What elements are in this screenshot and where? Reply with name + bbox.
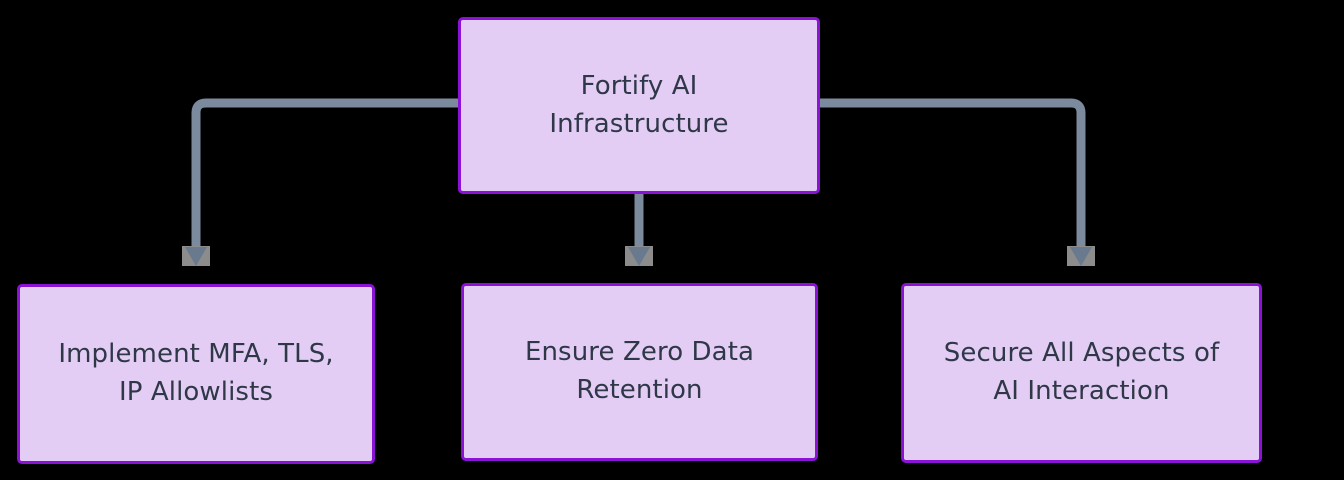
arrow-halo-left: [182, 246, 210, 266]
node-ensure-zero-data-retention[interactable]: Ensure Zero Data Retention: [461, 283, 818, 461]
node-child-0-label: Implement MFA, TLS, IP Allowlists: [58, 339, 334, 407]
node-root[interactable]: Fortify AI Infrastructure: [458, 17, 820, 194]
arrowhead-middle: [628, 247, 650, 266]
node-child-2-label: Secure All Aspects of AI Interaction: [943, 338, 1220, 406]
edge-root-to-child-1: [625, 194, 653, 266]
arrow-halo-middle: [625, 246, 653, 266]
node-secure-all-aspects-of-ai-interaction[interactable]: Secure All Aspects of AI Interaction: [901, 283, 1262, 463]
arrowhead-left: [185, 247, 207, 266]
arrowhead-right: [1070, 247, 1092, 266]
node-root-label: Fortify AI Infrastructure: [549, 70, 729, 139]
node-implement-mfa-tls-ip-allowlists[interactable]: Implement MFA, TLS, IP Allowlists: [17, 284, 375, 464]
edge-root-to-child-0: [182, 98, 458, 266]
arrow-halo-right: [1067, 246, 1095, 266]
edge-root-to-child-2: [820, 98, 1095, 266]
node-child-1-label: Ensure Zero Data Retention: [524, 337, 755, 405]
